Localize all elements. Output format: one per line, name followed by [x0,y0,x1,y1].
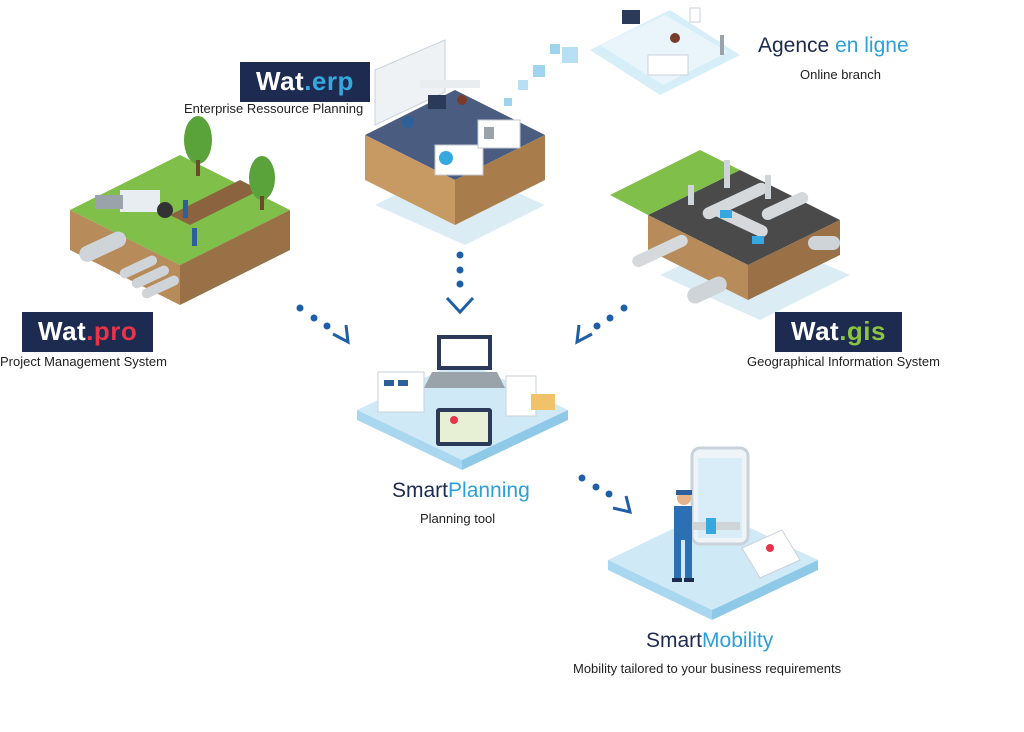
wat-erp-caption: Enterprise Ressource Planning [184,101,364,116]
wat-erp-badge: Wat.erp [240,62,370,102]
wat-gis-caption: Geographical Information System [747,354,940,369]
smart-planning-part2: Planning [448,479,530,502]
floating-cubes [504,44,578,106]
wat-gis-suffix: .gis [839,316,886,346]
smart-planning-caption: Planning tool [420,511,496,526]
construction-site-icon [70,116,290,305]
wat-pro-caption: Project Management System [0,354,167,369]
office-icon [365,39,545,245]
smart-mobility-part2: Mobility [702,629,774,652]
wat-pro-suffix: .pro [86,316,138,346]
wat-erp-prefix: Wat [256,66,305,96]
wat-gis-prefix: Wat [791,316,840,346]
smart-planning-part1: Smart [392,479,449,502]
smart-mobility-part1: Smart [646,629,703,652]
wat-pro-badge: Wat.pro [22,312,154,352]
wat-gis-badge: Wat.gis [775,312,902,352]
online-branch-icon [590,7,740,95]
wat-pro-prefix: Wat [38,316,87,346]
planning-devices-icon [357,335,568,470]
flow-arrow-icon [296,251,633,515]
smart-mobility-title: SmartMobility [646,629,773,653]
agence-caption: Online branch [800,67,881,82]
smart-planning-title: SmartPlanning [392,479,530,503]
wat-erp-suffix: .erp [304,66,354,96]
smart-mobility-caption: Mobility tailored to your business requi… [573,661,842,676]
agence-title-part1: Agence [758,34,836,57]
pipe-network-icon [610,150,850,320]
agence-title-part2: en ligne [835,34,909,57]
field-technician-icon [608,446,818,620]
agence-title: Agence en ligne [758,34,909,58]
